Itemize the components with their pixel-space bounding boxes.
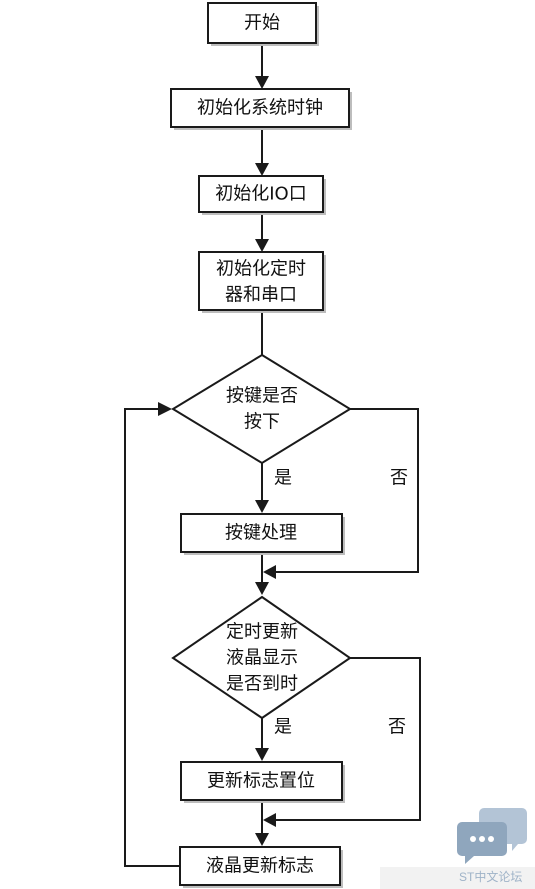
connector-loop-back bbox=[124, 408, 180, 867]
lcd-update-label: 液晶更新标志 bbox=[206, 856, 314, 877]
arrowhead bbox=[255, 582, 269, 595]
connectors bbox=[124, 43, 421, 867]
connector-no2 bbox=[276, 657, 421, 821]
start-label: 开始 bbox=[244, 13, 280, 34]
timer-decision-label-1: 定时更新 bbox=[226, 622, 298, 643]
watermark-text: ST中文论坛 bbox=[459, 869, 522, 884]
arrowhead bbox=[255, 163, 269, 176]
watermark: ST中文论坛 bbox=[380, 808, 535, 889]
key-process-node: 按键处理 bbox=[180, 513, 345, 555]
init-clock-node: 初始化系统时钟 bbox=[170, 88, 352, 130]
init-timer-label-2: 器和串口 bbox=[225, 285, 297, 306]
arrowhead bbox=[255, 833, 269, 846]
no-label-2: 否 bbox=[388, 717, 406, 738]
key-pressed-decision: 按键是否 按下 bbox=[171, 353, 352, 465]
yes-label-2: 是 bbox=[274, 717, 292, 738]
init-io-label: 初始化IO口 bbox=[215, 184, 306, 205]
timer-decision-label-3: 是否到时 bbox=[226, 674, 298, 695]
arrowhead bbox=[158, 402, 172, 416]
yes-label-1: 是 bbox=[274, 468, 292, 489]
timer-update-decision: 定时更新 液晶显示 是否到时 bbox=[171, 595, 352, 720]
set-flag-label: 更新标志置位 bbox=[207, 771, 315, 792]
arrowhead bbox=[255, 239, 269, 252]
arrowhead bbox=[263, 813, 276, 827]
key-decision-label-2: 按下 bbox=[244, 412, 280, 433]
set-flag-node: 更新标志置位 bbox=[180, 761, 345, 803]
arrowhead bbox=[263, 565, 276, 579]
watermark-background bbox=[380, 867, 535, 889]
chat-bubbles-icon bbox=[457, 808, 527, 864]
arrowhead bbox=[255, 748, 269, 761]
connector-no1 bbox=[276, 408, 419, 573]
init-timer-label-1: 初始化定时 bbox=[216, 259, 306, 280]
init-timer-node: 初始化定时 器和串口 bbox=[198, 251, 326, 313]
init-io-node: 初始化IO口 bbox=[198, 175, 326, 215]
arrowhead bbox=[255, 76, 269, 89]
arrowhead bbox=[255, 500, 269, 513]
lcd-update-node: 液晶更新标志 bbox=[179, 846, 343, 888]
start-node: 开始 bbox=[207, 2, 319, 46]
init-clock-label: 初始化系统时钟 bbox=[197, 98, 323, 119]
timer-decision-label-2: 液晶显示 bbox=[226, 648, 298, 669]
no-label-1: 否 bbox=[390, 468, 408, 489]
key-process-label: 按键处理 bbox=[225, 523, 297, 544]
key-decision-label-1: 按键是否 bbox=[226, 386, 298, 407]
